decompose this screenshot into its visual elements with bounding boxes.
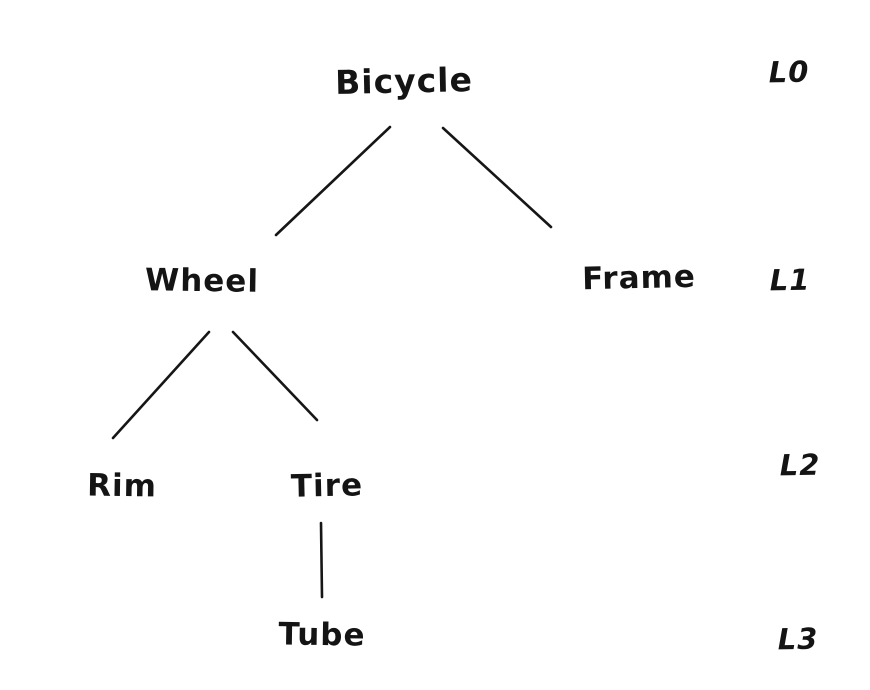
node-wheel: Wheel [144,262,260,300]
node-rim: Rim [86,467,158,505]
edge-wheel-tire [231,330,319,422]
node-tire: Tire [290,467,364,505]
edge-bicycle-wheel [274,125,392,237]
node-frame: Frame [581,258,697,298]
edge-wheel-rim [111,330,211,440]
node-tube: Tube [278,616,366,654]
level-label-l3: L3 [777,621,819,657]
node-bicycle: Bicycle [334,60,474,102]
edge-bicycle-frame [441,126,553,229]
level-label-l2: L2 [779,447,821,483]
level-label-l0: L0 [768,54,810,90]
level-label-l1: L1 [769,262,811,298]
edge-tire-tube [319,521,324,599]
